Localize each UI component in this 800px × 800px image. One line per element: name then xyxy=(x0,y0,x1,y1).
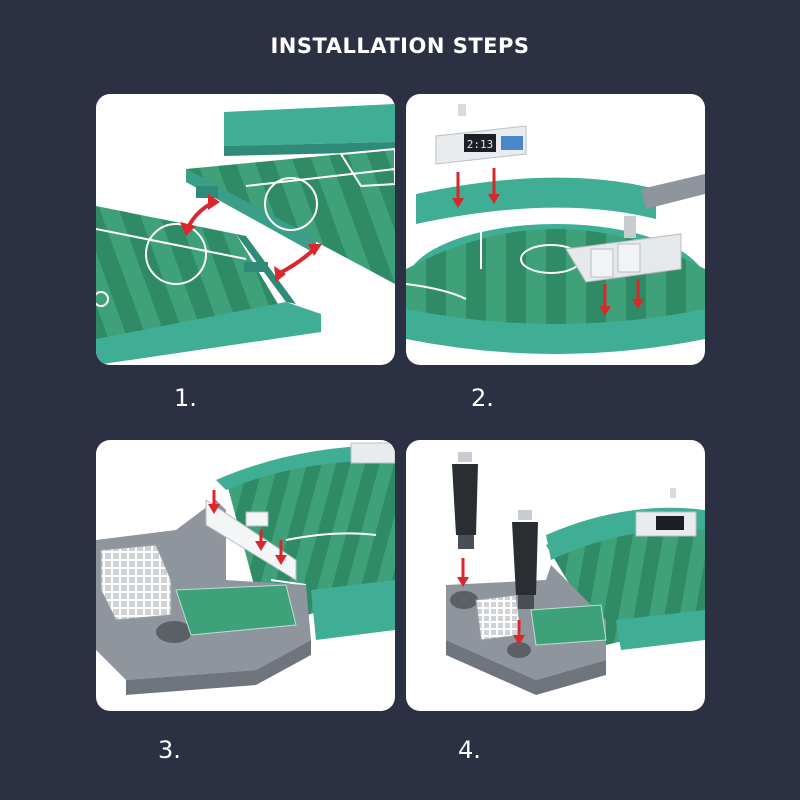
step-number-2: 2. xyxy=(471,384,494,412)
scoreboard-and-goal-mount-illustration: 2:13 xyxy=(406,104,705,354)
step-number-4: 4. xyxy=(458,736,481,764)
handle-icon xyxy=(452,452,478,549)
step-2-panel: 2:13 xyxy=(406,94,705,365)
field-halves-join-illustration xyxy=(96,104,395,365)
step-number-1: 1. xyxy=(174,384,197,412)
step-1-panel xyxy=(96,94,395,365)
page-title: INSTALLATION STEPS xyxy=(270,34,530,58)
handles-insert-illustration xyxy=(446,452,705,695)
scoreboard: 2:13 xyxy=(435,104,527,165)
handle-icon xyxy=(512,510,538,609)
scoreboard-score: 2:13 xyxy=(467,138,494,151)
goal-bracket-attach-illustration xyxy=(96,442,395,695)
step-3-panel xyxy=(96,440,395,711)
step-4-panel xyxy=(406,440,705,711)
step-number-3: 3. xyxy=(158,736,181,764)
